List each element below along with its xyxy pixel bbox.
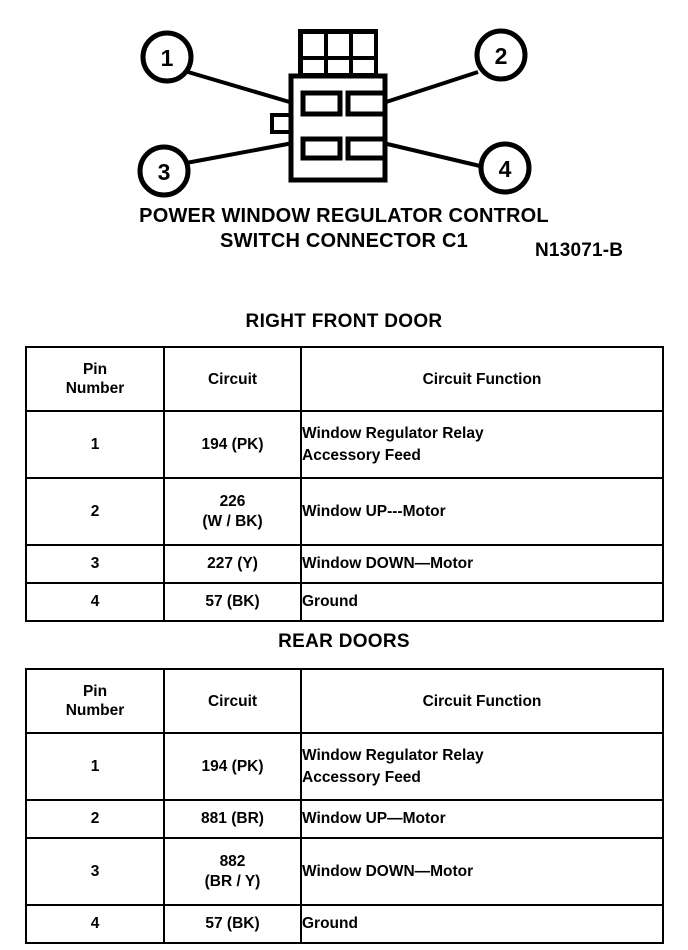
cell-pin-number: 3 [25,544,165,584]
leader-line-3 [185,141,294,165]
function-line2: Accessory Feed [302,768,421,786]
caption-line-1: POWER WINDOW REGULATOR CONTROL [139,205,549,227]
callout-label-1: 1 [161,45,174,71]
cell-circuit-function: Window Regulator Relay Accessory Feed [300,732,664,801]
cell-pin-number: 4 [25,904,165,944]
callout-3: 3 [137,144,191,198]
cell-circuit: 57 (BK) [163,582,302,622]
function-line1: Window Regulator Relay [302,424,484,442]
cell-pin-number: 1 [25,732,165,801]
leader-line-2 [382,70,479,105]
connector-diagram: 1 2 3 4 [0,0,688,200]
header-pin-line1: Pin [82,683,108,700]
pinout-table-rear-doors: Pin Number Circuit Circuit Function 1 19… [25,668,664,944]
caption-line-2: SWITCH CONNECTOR C1 [220,230,468,252]
header-circuit-function: Circuit Function [300,346,664,412]
cell-circuit-function: Window Regulator Relay Accessory Feed [300,410,664,479]
circuit-line1: 882 [219,852,246,870]
callout-label-2: 2 [495,43,508,69]
header-circuit: Circuit [163,346,302,412]
cell-circuit: 226 (W / BK) [163,477,302,546]
callout-label-3: 3 [158,159,171,185]
table-title-rear-doors: REAR DOORS [278,631,410,652]
header-circuit-function: Circuit Function [300,668,664,734]
figure-caption: POWER WINDOW REGULATOR CONTROL SWITCH CO… [0,204,688,254]
callout-4: 4 [478,141,532,195]
header-pin-number: Pin Number [25,668,165,734]
table-row: 2 881 (BR) Window UP—Motor [25,799,664,839]
cell-circuit: 194 (PK) [163,732,302,801]
cell-pin-number: 2 [25,477,165,546]
connector-body [288,73,388,183]
pin-cavity-4 [345,136,388,161]
cell-pin-number: 1 [25,410,165,479]
cell-circuit: 57 (BK) [163,904,302,944]
header-pin-number: Pin Number [25,346,165,412]
leader-lines [185,70,481,168]
header-circuit: Circuit [163,668,302,734]
function-line1: Window UP---Motor [302,502,446,520]
leader-line-4 [382,141,481,168]
table-title-right-front-door: RIGHT FRONT DOOR [245,311,443,332]
cell-circuit-function: Window DOWN—Motor [300,544,664,584]
circuit-line2: (BR / Y) [204,872,261,890]
cell-circuit: 227 (Y) [163,544,302,584]
pin-cavity-3 [300,136,343,161]
cell-pin-number: 4 [25,582,165,622]
table-row: 2 226 (W / BK) Window UP---Motor [25,477,664,546]
table-row: 3 882 (BR / Y) Window DOWN—Motor [25,837,664,906]
callout-1: 1 [140,30,194,84]
cell-circuit-function: Window UP—Motor [300,799,664,839]
leader-line-1 [187,70,294,105]
cell-circuit: 194 (PK) [163,410,302,479]
circuit-line2: (W / BK) [202,512,263,530]
header-pin-line2: Number [65,380,125,397]
header-pin-line1: Pin [82,361,108,378]
callout-2: 2 [474,28,528,82]
function-line2: Accessory Feed [302,446,421,464]
pin-cavity-2 [345,90,388,117]
table-header-row: Pin Number Circuit Circuit Function [25,668,664,734]
figure-id-label: N13071-B [535,240,624,261]
table-row: 4 57 (BK) Ground [25,582,664,622]
pin-cavity-1 [300,90,343,117]
circuit-line1: 226 [219,492,246,510]
pinout-table-right-front-door: Pin Number Circuit Circuit Function 1 19… [25,346,664,622]
function-line1: Window DOWN—Motor [302,862,474,880]
function-line1: Window Regulator Relay [302,746,484,764]
table-header-row: Pin Number Circuit Circuit Function [25,346,664,412]
table-row: 1 194 (PK) Window Regulator Relay Access… [25,732,664,801]
table-row: 3 227 (Y) Window DOWN—Motor [25,544,664,584]
cell-circuit: 882 (BR / Y) [163,837,302,906]
cell-pin-number: 3 [25,837,165,906]
cell-circuit-function: Ground [300,904,664,944]
cell-circuit-function: Window DOWN—Motor [300,837,664,906]
connector-top-grid [298,29,378,77]
cell-pin-number: 2 [25,799,165,839]
cell-circuit: 881 (BR) [163,799,302,839]
header-pin-line2: Number [65,702,125,719]
table-row: 1 194 (PK) Window Regulator Relay Access… [25,410,664,479]
callout-label-4: 4 [499,156,512,182]
cell-circuit-function: Ground [300,582,664,622]
cell-circuit-function: Window UP---Motor [300,477,664,546]
table-row: 4 57 (BK) Ground [25,904,664,944]
